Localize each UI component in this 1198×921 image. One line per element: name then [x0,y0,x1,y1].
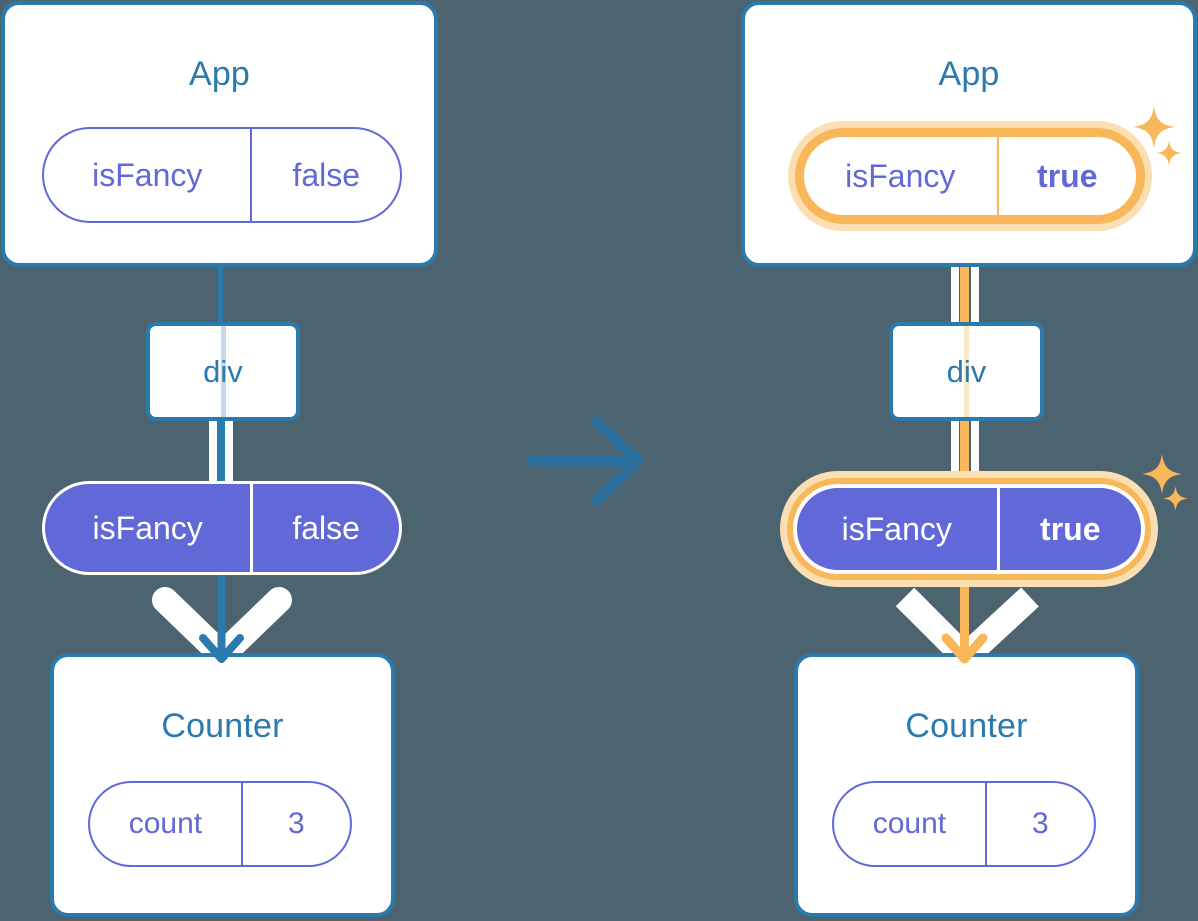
app-state-value-left: false [250,129,400,221]
counter-card-title-right: Counter [905,707,1028,745]
app-state-key-right: isFancy [845,157,956,194]
counter-state-pill-right[interactable]: count 3 [832,781,1096,867]
counter-state-key-left: count [128,807,203,840]
prop-pill-left[interactable]: isFancy false [42,481,402,575]
counter-state-value-right: 3 [984,783,1094,865]
sparkle-icon-top-small [1156,140,1182,166]
connector-div-to-pill-left-white-l [209,418,217,488]
app-card-title-left: App [188,55,251,93]
prop-pill-value-left: false [250,484,399,572]
counter-state-pill-left[interactable]: count 3 [88,781,352,867]
connector-div-to-pill-right [960,418,969,488]
counter-card-title-left: Counter [161,707,284,745]
div-node-inner-line-left [220,326,226,417]
div-node-right: div [889,322,1044,421]
connector-app-to-div-right-white-r [971,210,979,328]
counter-state-value-left: 3 [240,783,350,865]
app-state-pill-right[interactable]: isFancy true [795,128,1145,224]
sparkle-icon-mid-large [1141,453,1183,495]
prop-pill-key-left: isFancy [92,509,203,546]
div-node-label-left: div [203,353,243,389]
div-node-label-right: div [946,353,987,389]
connector-div-to-pill-left-white-r [225,418,233,488]
prop-pill-key-right: isFancy [841,510,952,547]
prop-pill-value-right: true [996,488,1141,570]
connector-app-to-div-left [218,265,223,325]
connector-div-to-pill-right-white-r [971,418,979,488]
connector-app-to-div-right-white-l [951,210,959,328]
prop-pill-right[interactable]: isFancy true [793,484,1145,574]
app-state-key-left: isFancy [92,156,203,193]
sparkle-icon-top-large [1133,106,1175,148]
counter-state-key-right: count [872,807,947,840]
app-state-value-right: true [996,137,1136,215]
sparkle-icon-mid-small [1163,486,1188,511]
app-state-pill-left[interactable]: isFancy false [42,127,402,223]
app-card-title-right: App [938,55,1000,93]
div-node-inner-line-right [964,326,969,417]
connector-div-to-pill-left-core [217,418,225,488]
connector-div-to-pill-right-white-l [951,418,959,488]
div-node-left: div [146,322,300,421]
connector-app-to-div-right [960,210,969,328]
